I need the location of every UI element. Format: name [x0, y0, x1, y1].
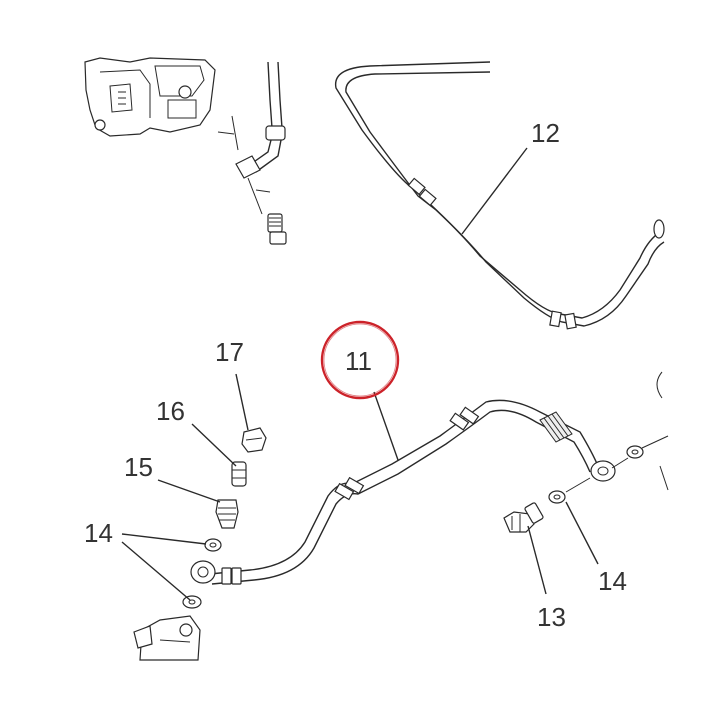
- caliper-hose-top: [235, 61, 286, 179]
- callout-13: 13: [537, 602, 566, 632]
- leader-lines: [121, 147, 599, 601]
- callout-14-right: 14: [598, 566, 627, 596]
- caliper-bolt-set-top: [217, 115, 287, 245]
- brake-caliper-bottom: [133, 615, 201, 661]
- callout-16: 16: [156, 396, 185, 426]
- brake-hose-lower: [190, 399, 616, 585]
- brake-caliper-top: [84, 57, 216, 137]
- callout-11: 11: [345, 346, 372, 376]
- callout-17: 17: [215, 337, 244, 367]
- bleeder-fitting-stack: [182, 427, 267, 609]
- callout-15: 15: [124, 452, 153, 482]
- highlight-circle-inner: [323, 323, 397, 397]
- banjo-bolt-set-right: [503, 371, 669, 533]
- highlight-circle: [320, 320, 400, 400]
- brake-line-upper: [334, 61, 665, 330]
- callout-12: 12: [531, 118, 560, 148]
- callout-14-left: 14: [84, 518, 113, 548]
